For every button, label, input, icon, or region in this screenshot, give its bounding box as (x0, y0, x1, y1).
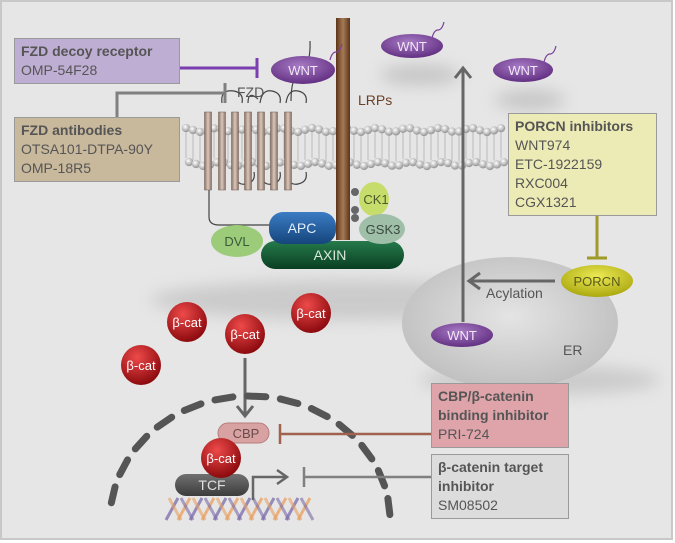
svg-text:WNT: WNT (508, 63, 538, 78)
nuclear-pore-dash (131, 432, 151, 453)
beta-catenin-nuclear: β-cat (201, 438, 241, 478)
box-title: β-catenin target (438, 459, 544, 475)
fzd-transmembrane-helix (244, 111, 252, 191)
tcf-label: TCF (198, 477, 225, 493)
nuclear-pore-dash (180, 400, 205, 415)
nuclear-pore-dash (116, 456, 132, 479)
dvl-label: DVL (224, 234, 249, 249)
drug-name: SM08502 (438, 497, 498, 513)
svg-text:β-cat: β-cat (296, 306, 326, 321)
nuclear-pore-dash (358, 441, 376, 463)
secretion-arrow (453, 65, 473, 322)
apc-label: APC (288, 220, 317, 236)
porcn-inhibitors-box: PORCN inhibitors WNT974 ETC-1922159 RXC0… (508, 113, 657, 216)
nuclear-envelope (107, 392, 394, 519)
fzd-transmembrane-helix (257, 111, 265, 191)
wnt-ligand-free-2: WNT (493, 45, 557, 82)
endoplasmic-reticulum (402, 257, 618, 389)
gsk3-label: GSK3 (366, 222, 401, 237)
ck1-protein (359, 182, 389, 216)
cbp-protein (217, 422, 270, 444)
svg-text:WNT: WNT (447, 328, 477, 343)
svg-text:β-cat: β-cat (206, 451, 236, 466)
dvl-protein (211, 225, 263, 257)
fzd-decoy-receptor-box: FZD decoy receptor OMP-54F28 (14, 38, 180, 84)
target-inhibition-line (302, 467, 431, 487)
lrps-label: LRPs (358, 92, 392, 108)
acylation-arrow (466, 271, 555, 291)
wnt-ligand-er: WNT (431, 323, 493, 347)
cbp-beta-catenin-inhibitor-box: CBP/β-catenin binding inhibitor PRI-724 (431, 383, 569, 448)
lrp-coreceptor (336, 18, 350, 240)
porcn-inhibition-line (587, 214, 607, 260)
svg-text:β-cat: β-cat (126, 358, 156, 373)
drug-name: OMP-54F28 (21, 62, 98, 78)
fzd-label: FZD (237, 84, 264, 100)
fzd-transmembrane-helix (270, 111, 278, 191)
fzd-transmembrane-helix (204, 111, 212, 191)
cell-membrane (181, 123, 509, 171)
box-title: inhibitor (438, 478, 494, 494)
drug-name: OMP-18R5 (21, 160, 92, 176)
cbp-inhibition-line (278, 424, 431, 444)
fzd-receptor (204, 40, 311, 226)
apc-protein (269, 212, 336, 244)
nuclear-pore-dash (384, 494, 394, 519)
svg-text:β-cat: β-cat (172, 315, 202, 330)
phosphate-groups (351, 188, 359, 222)
nuclear-pore-dash (276, 395, 302, 407)
beta-catenin: β-cat (225, 314, 265, 354)
drug-name: ETC-1922159 (515, 156, 603, 172)
nuclear-pore-dash (107, 483, 119, 507)
er-label: ER (563, 342, 582, 358)
drug-name: WNT974 (515, 137, 571, 153)
drug-name: RXC004 (515, 175, 568, 191)
fzd-transmembrane-helix (218, 111, 226, 191)
nuclear-pore-dash (244, 392, 270, 401)
beta-catenin: β-cat (291, 293, 331, 333)
fzd-transmembrane-helix (231, 111, 239, 191)
box-title: binding inhibitor (438, 407, 549, 423)
svg-text:WNT: WNT (397, 39, 427, 54)
dna-helix (164, 497, 315, 521)
gsk3-protein (359, 214, 405, 244)
ck1-label: CK1 (363, 192, 388, 207)
porcn-enzyme (561, 265, 633, 297)
beta-catenin-target-inhibitor-box: β-catenin target inhibitor SM08502 (431, 454, 569, 519)
svg-text:WNT: WNT (288, 63, 318, 78)
svg-text:β-cat: β-cat (230, 327, 260, 342)
drug-name: PRI-724 (438, 426, 490, 442)
drug-name: OTSA101-DTPA-90Y (21, 141, 154, 157)
axin-protein (261, 241, 404, 269)
wnt-ligand-bound: WNT (271, 43, 343, 84)
transcription-arrow (251, 468, 290, 500)
wnt-ligand-free-1: WNT (381, 21, 445, 58)
porcn-label: PORCN (574, 274, 621, 289)
box-title: PORCN inhibitors (515, 118, 634, 134)
nuclear-pore-dash (211, 393, 237, 404)
nuclear-pore-dash (153, 413, 176, 431)
drug-name: CGX1321 (515, 194, 577, 210)
nuclear-translocation-arrow (235, 358, 255, 419)
fzd-antibodies-box: FZD antibodies OTSA101-DTPA-90Y OMP-18R5 (14, 117, 180, 182)
box-title: FZD antibodies (21, 122, 123, 138)
tcf-protein (175, 474, 249, 496)
fzd-transmembrane-helix (284, 111, 292, 191)
box-title: FZD decoy receptor (21, 43, 153, 59)
antibody-inhibition-line (115, 83, 227, 117)
beta-catenin-group: β-cat β-cat β-cat β-cat (121, 293, 331, 385)
box-title: CBP/β-catenin (438, 388, 534, 404)
cbp-label: CBP (233, 426, 260, 441)
nuclear-pore-dash (307, 405, 331, 421)
beta-catenin: β-cat (121, 345, 161, 385)
axin-label: AXIN (314, 247, 347, 263)
acylation-label: Acylation (486, 285, 543, 301)
decoy-inhibition-line (180, 58, 259, 78)
beta-catenin: β-cat (167, 302, 207, 342)
